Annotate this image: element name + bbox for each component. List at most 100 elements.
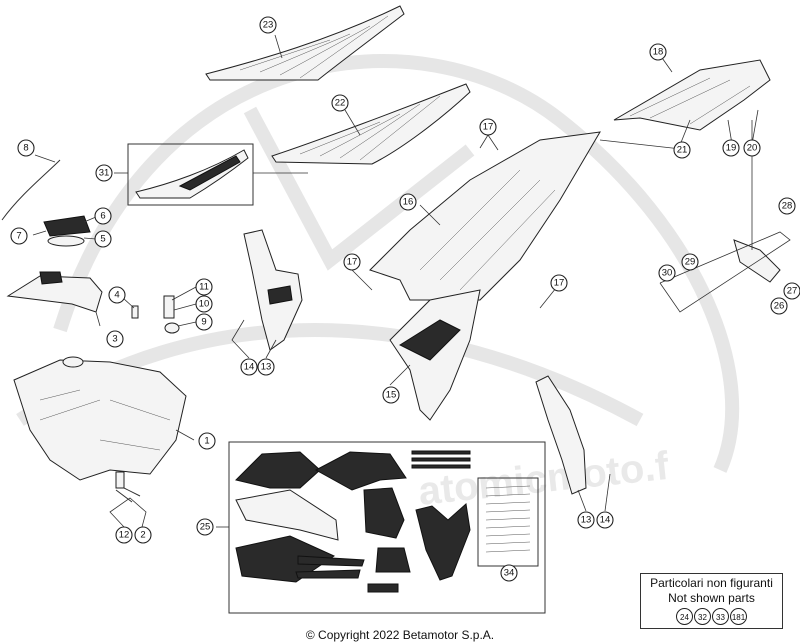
callout-14: 14 [596,511,614,529]
callout-label: 19 [726,143,737,154]
not-shown-ref: 181 [730,608,747,625]
callout-31: 31 [95,164,113,182]
frame-guard-right [535,375,587,495]
leader [34,154,56,163]
callout-34: 34 [500,564,518,582]
leader [351,269,373,291]
callout-label: 17 [347,257,358,268]
callout-label: 15 [386,390,397,401]
callout-label: 27 [787,286,798,297]
leader [419,204,441,226]
leader [175,429,195,441]
callout-15: 15 [382,386,400,404]
callout-label: 12 [119,530,130,541]
callout-label: 21 [677,145,688,156]
leader [109,497,147,528]
callout-5: 5 [94,230,112,248]
callout-7: 7 [10,227,28,245]
callout-label: 22 [335,98,346,109]
callout-label: 17 [483,122,494,133]
callout-14: 14 [240,358,258,376]
callout-label: 31 [99,168,110,179]
callout-27: 27 [783,282,800,300]
callout-label: 11 [199,282,209,293]
leader [604,473,611,512]
leader [177,321,197,327]
not-shown-ref: 32 [694,608,711,625]
leader [389,364,411,386]
not-shown-ref: 33 [712,608,729,625]
leader [95,311,101,327]
rear-fender-16 [369,131,601,301]
callout-label: 10 [199,299,210,310]
callout-8: 8 [17,139,35,157]
leader [751,109,759,145]
leader [32,230,47,236]
callout-label: 14 [600,515,611,526]
graphics-kit-box [228,441,546,614]
callout-label: 28 [782,201,793,212]
callout-28: 28 [778,197,796,215]
callout-10: 10 [195,295,213,313]
callout-17: 17 [343,253,361,271]
callout-label: 18 [653,47,664,58]
callout-11: 11 [195,278,213,296]
leader [83,216,97,223]
tank-bracket-3 [6,271,103,313]
leader [274,34,283,59]
callout-13: 13 [257,358,275,376]
callout-label: 34 [504,568,515,579]
callout-1: 1 [198,432,216,450]
leader [122,297,135,309]
fasteners [131,295,180,334]
callout-label: 16 [403,197,414,208]
seat-cover-31 [135,149,249,199]
frame-guard-left [243,229,303,351]
leader [659,231,791,313]
copyright-notice: © Copyright 2022 Betamotor S.p.A. [305,628,495,642]
leader [344,109,361,136]
callout-2: 2 [134,526,152,544]
callout-18: 18 [649,43,667,61]
leader [539,287,557,309]
callout-label: 6 [100,211,105,222]
callout-20: 20 [743,139,761,157]
seat-cover-box [127,143,254,206]
plate-bracket [733,239,781,283]
not-shown-parts-box: Particolari non figuranti Not shown part… [640,573,783,629]
callout-22: 22 [331,94,349,112]
leader [479,134,489,149]
callout-label: 13 [261,362,272,373]
callout-19: 19 [722,139,740,157]
callout-label: 23 [263,20,274,31]
callout-29: 29 [681,253,699,271]
callout-17: 17 [479,118,497,136]
leader [173,303,197,311]
callout-label: 25 [200,522,211,533]
stripe-set [411,450,471,469]
callout-23: 23 [259,16,277,34]
callout-label: 3 [112,334,117,345]
callout-label: 26 [774,301,785,312]
callout-12: 12 [115,526,133,544]
callout-21: 21 [673,141,691,159]
callout-label: 1 [204,436,209,447]
callout-label: 4 [114,290,119,301]
callout-3: 3 [106,330,124,348]
callout-6: 6 [94,207,112,225]
callout-label: 14 [244,362,255,373]
rear-subframe-18 [613,59,771,131]
graphics-kit-25 [235,450,471,593]
callout-17: 17 [550,274,568,292]
callout-label: 30 [662,268,673,279]
callout-26: 26 [770,297,788,315]
leader [231,319,250,359]
callout-label: 13 [581,515,592,526]
not-shown-title-en: Not shown parts [668,591,755,605]
breather-hose-8 [1,159,61,221]
callout-13: 13 [577,511,595,529]
callout-label: 7 [16,231,21,242]
fuel-cap-6 [43,215,91,247]
